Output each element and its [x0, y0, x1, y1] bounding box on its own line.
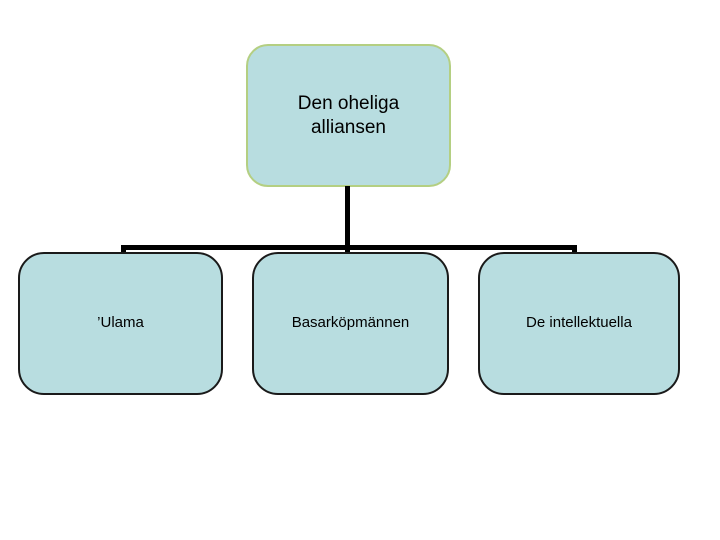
node-root-label: Den oheliga alliansen — [297, 92, 400, 138]
node-child-ulama[interactable]: ’Ulama — [18, 252, 223, 395]
node-child-2-label: Basarköpmännen — [291, 314, 410, 332]
node-root[interactable]: Den oheliga alliansen — [246, 44, 451, 187]
node-child-1-label: ’Ulama — [97, 314, 144, 332]
connector-drop-right — [572, 245, 577, 255]
connector-drop-center — [345, 245, 350, 255]
node-child-de-intellektuella[interactable]: De intellektuella — [478, 252, 680, 395]
node-child-3-label: De intellektuella — [526, 314, 632, 332]
node-child-basarkopmannen[interactable]: Basarköpmännen — [252, 252, 449, 395]
connector-root-stem — [345, 186, 350, 249]
connector-drop-left — [121, 245, 126, 255]
